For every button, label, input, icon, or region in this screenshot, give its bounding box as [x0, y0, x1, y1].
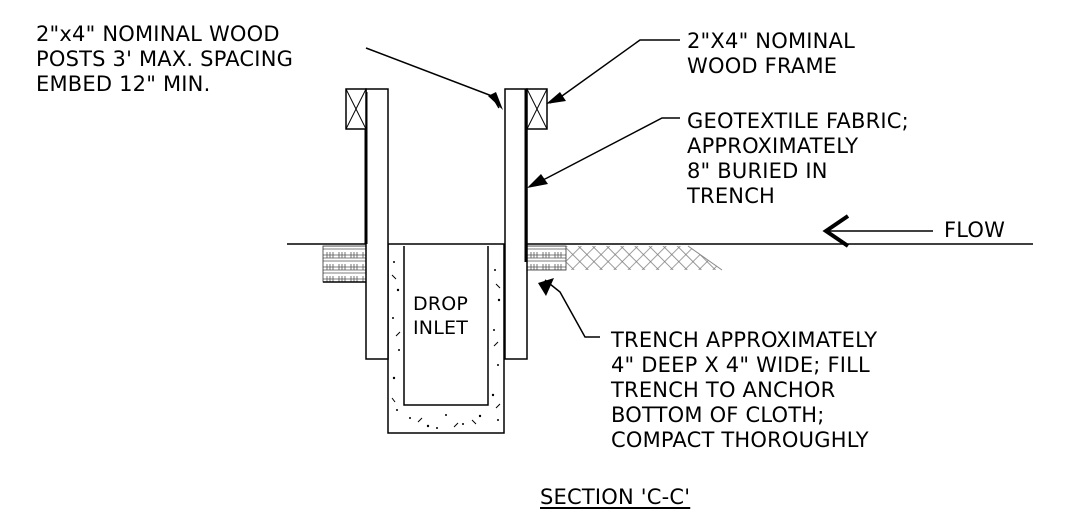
- trench-note: TRENCH APPROXIMATELY 4" DEEP X 4" WIDE; …: [611, 328, 878, 452]
- section-title: SECTION 'C-C': [540, 485, 691, 509]
- soil-left: [322, 245, 367, 283]
- inlet-label: DROP INLET: [413, 293, 469, 339]
- wood-post-right: [504, 88, 528, 360]
- trench-fill: [525, 245, 567, 271]
- soil-right: [566, 246, 722, 270]
- frame-leader: [546, 39, 680, 104]
- wood-post-left: [365, 88, 389, 360]
- fabric-leader: [527, 117, 680, 188]
- posts-leader: [365, 47, 503, 110]
- posts-note: 2"x4" NOMINAL WOOD POSTS 3' MAX. SPACING…: [36, 22, 294, 96]
- frame-member-right: [526, 88, 548, 130]
- fabric-note: GEOTEXTILE FABRIC; APPROXIMATELY 8" BURI…: [687, 109, 909, 208]
- flow-label: FLOW: [944, 218, 1006, 242]
- frame-note: 2"X4" NOMINAL WOOD FRAME: [687, 29, 856, 78]
- flow-arrow: [822, 214, 933, 248]
- frame-member-left: [345, 88, 367, 130]
- trench-leader: [538, 278, 600, 338]
